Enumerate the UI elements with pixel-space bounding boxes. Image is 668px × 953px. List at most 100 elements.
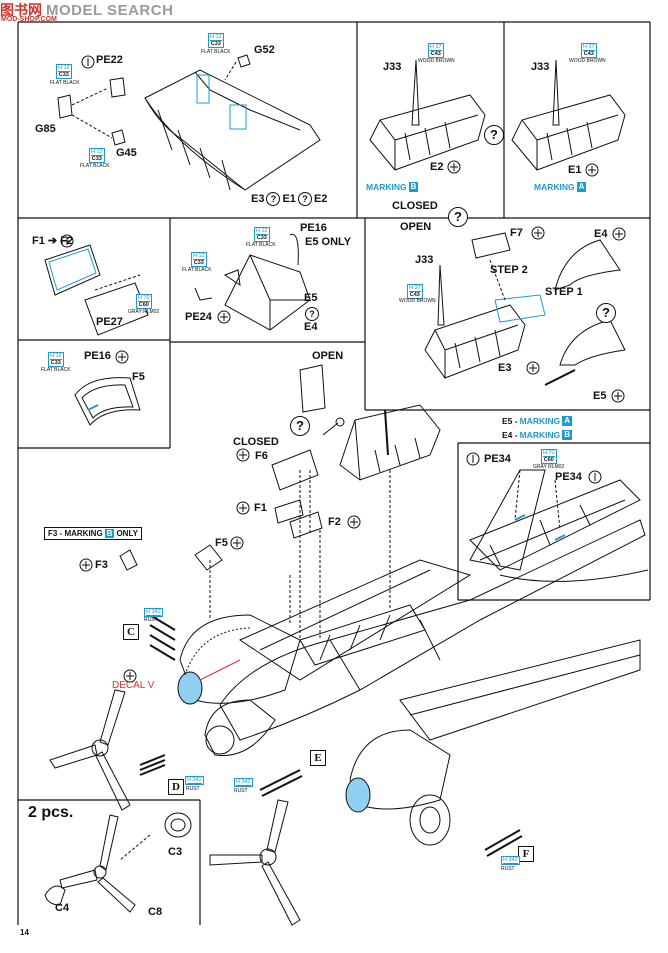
label-e4: E4: [304, 321, 318, 333]
question-mark-1: ?: [484, 125, 504, 145]
label-open-top: OPEN: [400, 221, 432, 233]
label-e3-e1-e2: E3?E1?E2: [251, 192, 328, 206]
step-c: C: [123, 624, 139, 640]
label-c8: C8: [148, 906, 163, 918]
label-g85: G85: [35, 123, 56, 135]
label-pe34-r: PE34: [555, 471, 582, 483]
label-c3: C3: [168, 846, 183, 858]
paint-c33-pe24-desc: FLAT BLACK: [182, 267, 212, 273]
paint-c33-pe16b-desc: FLAT BLACK: [41, 367, 71, 373]
label-closed-top: CLOSED: [392, 200, 438, 212]
label-f2: F2: [328, 516, 341, 528]
paint-rust-c-desc: RUST: [144, 617, 158, 623]
rear-canopy: [424, 232, 626, 386]
label-e5-only: E5 ONLY: [305, 236, 352, 248]
label-decal-v: DECAL V: [112, 680, 155, 691]
question-mark-4: ?: [596, 303, 616, 323]
watermark-url: MOD-SHOP.COM: [1, 16, 57, 23]
watermark: 图书网 MODEL SEARCH MOD-SHOP.COM: [0, 0, 174, 24]
windscreen: [194, 233, 311, 331]
label-pe22: PE22: [96, 54, 123, 66]
watermark-en: MODEL SEARCH: [46, 1, 174, 19]
page-number: 14: [20, 928, 29, 937]
label-step2: STEP 2: [490, 264, 528, 276]
star-marks: [60, 55, 626, 683]
step-d: D: [168, 779, 184, 795]
paint-c43-a-desc: WOOD BROWN: [569, 58, 606, 64]
label-f5a: F5: [132, 371, 145, 383]
label-e5: E5: [304, 292, 318, 304]
paint-c43-b-desc: WOOD BROWN: [418, 58, 455, 64]
label-g52: G52: [254, 44, 275, 56]
label-f1: F1: [254, 502, 267, 514]
side-windows: [44, 244, 149, 336]
paint-rust-c: H 342: [144, 608, 163, 617]
label-e5-r: E5: [593, 390, 607, 402]
paint-rust-d-desc: RUST: [186, 786, 200, 792]
paint-c33-g45-desc: FLAT BLACK: [80, 163, 110, 169]
paint-c60-pe34-desc: GRAY RLM02: [533, 464, 565, 470]
paint-c33-pe16-desc: FLAT BLACK: [246, 242, 276, 248]
label-c4: C4: [55, 902, 70, 914]
label-g45: G45: [116, 147, 137, 159]
canopy-b: [369, 59, 486, 171]
paint-rust-e: H 342: [234, 778, 253, 787]
paint-rust-f: H 342: [501, 856, 520, 865]
label-j33-open: J33: [415, 254, 434, 266]
label-e1: E1: [568, 164, 582, 176]
canopy-a: [511, 59, 626, 171]
label-e4-r: E4: [594, 228, 608, 240]
label-f1-f2: F1 ➔ F2: [32, 235, 74, 247]
label-pe27: PE27: [96, 316, 123, 328]
watermark-cn: 图书网: [0, 2, 42, 18]
exploded-canopy: [119, 364, 441, 571]
question-mark-3: ?: [448, 207, 468, 227]
question-mark-2: ?: [305, 307, 319, 321]
prop-kit: [44, 812, 192, 913]
paint-c60-f-desc: GRAY RLM02: [128, 309, 160, 315]
label-j33-a: J33: [531, 61, 550, 73]
label-j33-b: J33: [383, 61, 402, 73]
rear-cockpit-detail: [469, 469, 649, 582]
label-pe34-l: PE34: [484, 453, 511, 465]
step-e: E: [310, 750, 326, 766]
label-pe16: PE16: [300, 222, 327, 234]
label-pe24: PE24: [185, 311, 212, 323]
paint-c43-open-desc: WOOD BROWN: [399, 298, 436, 304]
label-step1: STEP 1: [545, 286, 583, 298]
label-pe16b: PE16: [84, 350, 111, 362]
label-e2: E2: [430, 161, 444, 173]
step-f: F: [518, 846, 534, 862]
label-f6: F6: [255, 450, 268, 462]
label-f7: F7: [510, 227, 523, 239]
paint-rust-d: H 342: [185, 776, 204, 785]
label-e3: E3: [498, 362, 512, 374]
paint-c33-pe22-desc: FLAT BLACK: [50, 80, 80, 86]
small-window: [74, 377, 141, 426]
label-open: OPEN: [312, 350, 344, 362]
paint-c33-g52-desc: FLAT BLACK: [201, 49, 231, 55]
panel-frames: [17, 21, 651, 925]
cockpit-tub: [57, 54, 321, 191]
aircraft: [49, 469, 646, 926]
label-2-pcs: 2 pcs.: [28, 804, 74, 821]
question-mark-5: ?: [290, 416, 310, 436]
label-f3: F3: [95, 559, 108, 571]
label-f5b: F5: [215, 537, 228, 549]
